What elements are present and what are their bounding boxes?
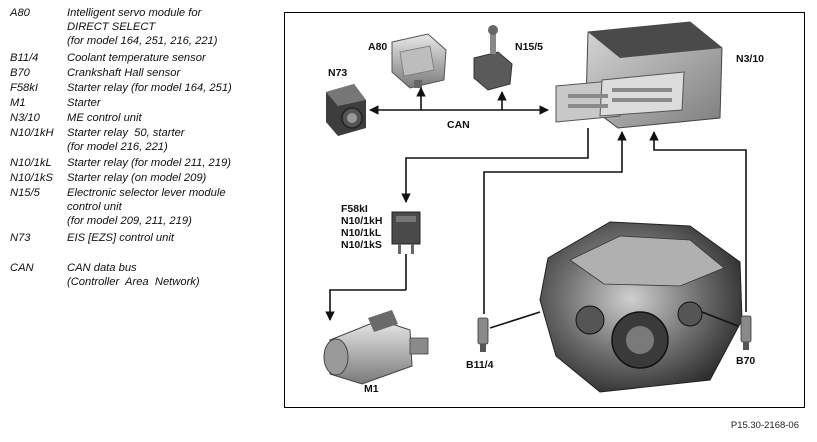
starter-relay [391, 211, 421, 254]
label-n3-10: N3/10 [736, 53, 764, 65]
b11-4-coolant-sensor [477, 317, 489, 352]
n3-10-me-control-unit [555, 21, 723, 129]
legend-desc: Electronic selector lever module control… [67, 187, 226, 227]
legend-desc: EIS [EZS] control unit [67, 232, 174, 244]
label-n73: N73 [328, 67, 347, 79]
legend-code: N15/5 [10, 187, 40, 199]
legend-code: B11/4 [10, 52, 39, 64]
label-n15-5: N15/5 [515, 41, 543, 53]
signal-lines [325, 128, 747, 329]
legend-desc: ME control unit [67, 112, 142, 124]
legend-desc: Intelligent servo module for DIRECT SELE… [67, 7, 218, 47]
label-b11-4: B11/4 [466, 359, 494, 371]
legend-code: CAN [10, 262, 34, 274]
label-b70: B70 [736, 355, 755, 367]
a80-servo-module [391, 33, 447, 89]
legend-desc: Starter relay 50, starter (for model 216… [67, 127, 185, 153]
label-relay-f58ki: F58kI [341, 203, 368, 215]
legend-desc: Starter relay (on model 209) [67, 172, 207, 184]
legend-code: F58kI [10, 82, 38, 94]
legend-desc: Starter relay (for model 211, 219) [67, 157, 231, 169]
legend-code: N10/1kS [10, 172, 53, 184]
label-a80: A80 [368, 41, 387, 53]
legend-code: M1 [10, 97, 26, 109]
legend-code: N10/1kL [10, 157, 52, 169]
label-relay-n10-1kl: N10/1kL [341, 227, 382, 239]
label-relay-n10-1ks: N10/1kS [341, 239, 382, 251]
legend-code: N3/10 [10, 112, 40, 124]
legend-code: N10/1kH [10, 127, 54, 139]
figure-reference: P15.30-2168-06 [730, 420, 799, 431]
legend-code: B70 [10, 67, 30, 79]
label-can: CAN [447, 119, 470, 131]
legend-desc: Coolant temperature sensor [67, 52, 206, 64]
legend-desc: Starter relay (for model 164, 251) [67, 82, 232, 94]
label-m1: M1 [364, 383, 379, 395]
label-relay-n10-1kh: N10/1kH [341, 215, 382, 227]
legend-code: A80 [10, 7, 30, 19]
legend-code: N73 [10, 232, 31, 244]
n15-5-selector-module [473, 25, 513, 91]
n73-eis-unit [326, 84, 366, 136]
legend-desc: Starter [67, 97, 101, 109]
legend-desc: CAN data bus (Controller Area Network) [67, 262, 200, 288]
engine-block [539, 221, 743, 393]
legend-desc: Crankshaft Hall sensor [67, 67, 181, 79]
can-bus-lines [369, 87, 549, 115]
m1-starter-motor [323, 310, 429, 385]
b70-crankshaft-sensor [740, 315, 752, 350]
